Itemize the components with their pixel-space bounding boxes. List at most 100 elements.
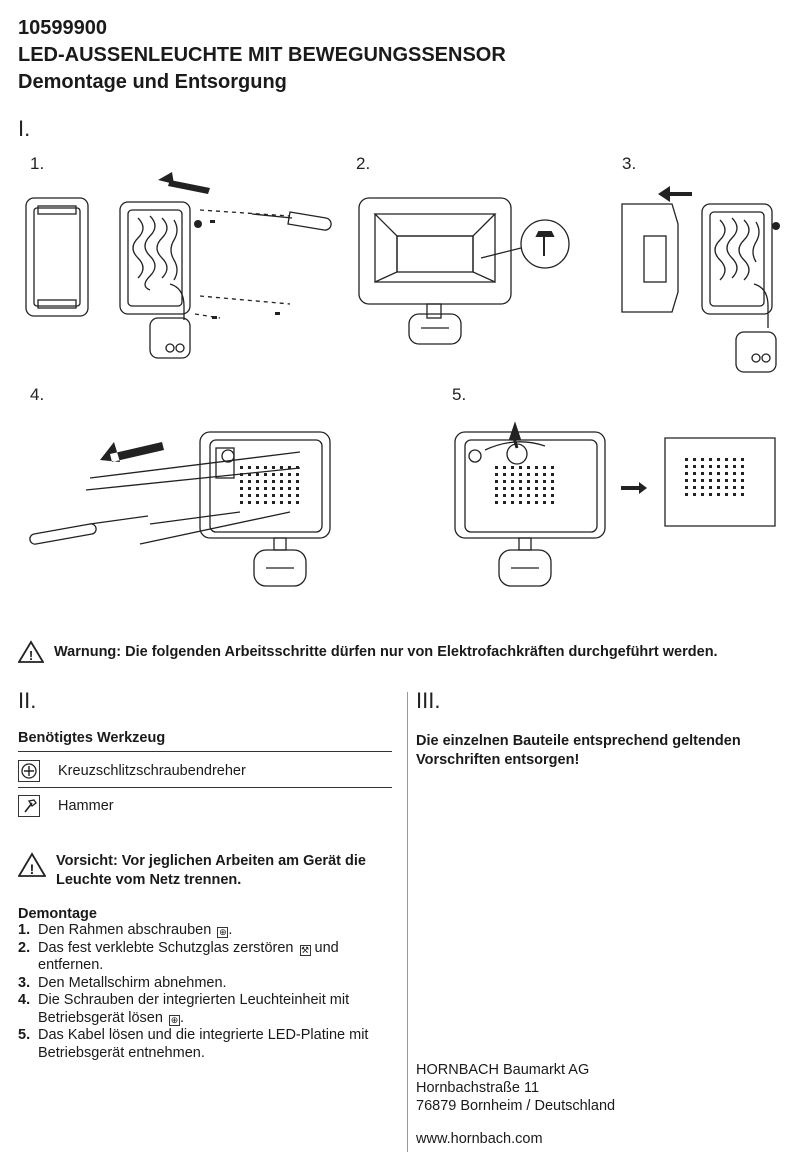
vent-hole	[288, 480, 291, 483]
illustration-step-1	[25, 172, 332, 359]
vent-hole	[296, 494, 299, 497]
vent-hole	[551, 487, 554, 490]
vent-hole	[527, 501, 530, 504]
vent-hole	[511, 494, 514, 497]
vent-hole	[519, 480, 522, 483]
vent-hole	[701, 486, 704, 489]
disposal-line-2: Vorschriften entsorgen!	[416, 752, 580, 768]
vent-hole	[280, 487, 283, 490]
vent-hole	[725, 493, 728, 496]
vent-hole	[527, 466, 530, 469]
vent-hole	[511, 501, 514, 504]
vent-hole	[685, 472, 688, 475]
vent-hole	[725, 472, 728, 475]
vent-hole	[503, 480, 506, 483]
vent-hole	[503, 494, 506, 497]
vent-hole	[709, 472, 712, 475]
vent-hole	[248, 466, 251, 469]
vent-hole	[551, 501, 554, 504]
vent-hole	[527, 480, 530, 483]
warning-text: Warnung: Die folgenden Arbeitsschritte d…	[54, 644, 718, 660]
caution-line-1: Vorsicht: Vor jeglichen Arbeiten am Gerä…	[56, 853, 366, 869]
vent-hole	[240, 473, 243, 476]
hammer-icon: ⚒	[299, 944, 311, 956]
company-address: HORNBACH Baumarkt AG Hornbachstraße 11 7…	[416, 1061, 615, 1115]
vent-hole	[725, 458, 728, 461]
step-number-2: 2.	[356, 154, 371, 173]
svg-text:!: !	[29, 648, 33, 663]
vent-hole	[717, 458, 720, 461]
vent-hole	[551, 473, 554, 476]
vent-hole	[535, 473, 538, 476]
vent-hole	[272, 473, 275, 476]
vent-hole	[543, 473, 546, 476]
company-website-link[interactable]: www.hornbach.com	[416, 1131, 543, 1147]
warning-icon: !	[18, 852, 46, 877]
vent-hole	[519, 473, 522, 476]
vent-hole	[693, 472, 696, 475]
vent-hole	[741, 493, 744, 496]
vent-hole	[741, 472, 744, 475]
vent-hole	[741, 486, 744, 489]
vent-hole	[535, 466, 538, 469]
illustration-step-2	[358, 197, 570, 345]
step-num: 2.	[18, 939, 31, 956]
vent-hole	[733, 486, 736, 489]
vent-hole	[693, 479, 696, 482]
vent-hole	[709, 458, 712, 461]
step-number-5: 5.	[452, 385, 467, 404]
dismantling-title: Demontage	[18, 906, 97, 922]
vent-hole	[296, 480, 299, 483]
warning-icon: !	[18, 640, 44, 663]
vent-hole	[717, 486, 720, 489]
vent-hole	[256, 494, 259, 497]
step-text: Die Schrauben der integrierten Leuchtein…	[38, 992, 350, 1026]
vent-hole	[709, 479, 712, 482]
page-subtitle: Demontage und Entsorgung	[18, 71, 287, 93]
vent-hole	[503, 473, 506, 476]
vent-hole	[725, 479, 728, 482]
list-item: 2.Das fest verklebte Schutzglas zerstöre…	[18, 940, 403, 975]
vent-hole	[272, 466, 275, 469]
vent-hole	[535, 480, 538, 483]
vent-hole	[709, 493, 712, 496]
vent-hole	[685, 493, 688, 496]
section-i-marker: I.	[18, 116, 31, 141]
vent-hole	[495, 466, 498, 469]
article-number: 10599900	[18, 17, 107, 39]
vent-hole	[511, 480, 514, 483]
step-num: 1.	[18, 922, 31, 938]
step-num: 3.	[18, 974, 31, 991]
vent-hole	[256, 480, 259, 483]
step-text: Den Rahmen abschrauben	[38, 922, 212, 938]
vent-hole	[511, 487, 514, 490]
divider	[18, 787, 392, 788]
vent-hole	[511, 466, 514, 469]
list-item: 4. Die Schrauben der integrierten Leuchte…	[18, 992, 403, 1027]
power-caution: ! Vorsicht: Vor jeglichen Arbeiten am Ge…	[18, 852, 366, 890]
vent-hole	[717, 479, 720, 482]
vent-hole	[725, 465, 728, 468]
step-num: 4.	[18, 992, 31, 1008]
vent-hole	[296, 501, 299, 504]
vent-hole	[240, 466, 243, 469]
vent-hole	[741, 479, 744, 482]
vent-hole	[543, 487, 546, 490]
company-name: HORNBACH Baumarkt AG	[416, 1062, 590, 1078]
vent-hole	[527, 494, 530, 497]
vent-hole	[240, 487, 243, 490]
vent-hole	[519, 494, 522, 497]
vent-hole	[701, 472, 704, 475]
step-number-1: 1.	[30, 154, 45, 173]
company-city: 76879 Bornheim / Deutschland	[416, 1098, 616, 1114]
vent-hole	[685, 465, 688, 468]
vent-hole	[248, 473, 251, 476]
vent-hole	[280, 480, 283, 483]
vent-hole	[519, 466, 522, 469]
vent-hole	[733, 479, 736, 482]
vent-hole	[685, 486, 688, 489]
step-num: 5.	[18, 1027, 31, 1043]
vent-hole	[527, 487, 530, 490]
vent-hole	[296, 473, 299, 476]
vent-hole	[280, 473, 283, 476]
